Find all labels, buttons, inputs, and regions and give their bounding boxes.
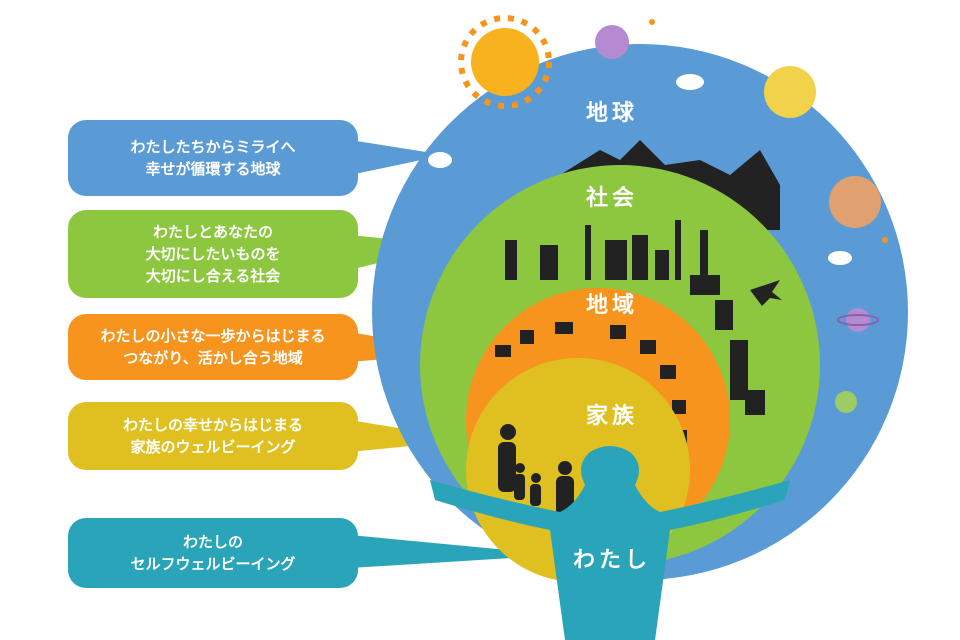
cloud-icon: [676, 74, 704, 90]
earth-callout-tail: [350, 140, 445, 175]
region-callout: わたしの小さな一歩からはじまる つながり、活かし合う地域: [68, 314, 358, 380]
person-silhouette: [430, 446, 790, 640]
planet-ringed-icon: [846, 308, 870, 332]
callout-line: わたしたちからミライへ: [130, 138, 296, 156]
family-callout: わたしの幸せからはじまる 家族のウェルビーイング: [68, 402, 358, 470]
callout-line: 大切にし合える社会: [145, 267, 281, 285]
callout-line: セルフウェルビーイング: [130, 555, 296, 573]
self-label: わたし: [572, 548, 652, 573]
callout-line: わたしの: [182, 533, 243, 551]
callout-line: 家族のウェルビーイング: [130, 438, 296, 456]
cloud-icon: [428, 152, 452, 168]
planet-jupiter-icon: [829, 176, 881, 228]
callout-line: わたしの小さな一歩からはじまる: [100, 327, 326, 345]
planet-green-icon: [835, 391, 857, 413]
self-callout-tail: [350, 535, 560, 568]
callout-line: つながり、活かし合う地域: [123, 349, 303, 367]
planet-purple-icon: [595, 25, 629, 59]
sun-icon: [458, 15, 552, 109]
society-callout: わたしとあなたの 大切にしたいものを 大切にし合える社会: [68, 210, 358, 298]
callout-line: 幸せが循環する地球: [145, 160, 281, 178]
airplane-icon: [750, 280, 782, 306]
society-label: 社会: [585, 186, 639, 211]
family-silhouette: [498, 424, 574, 516]
cloud-icon: [828, 251, 852, 265]
callout-line: わたしとあなたの: [152, 223, 273, 241]
callout-line: 大切にしたいものを: [145, 245, 281, 263]
region-label: 地域: [585, 293, 639, 318]
earth-callout: わたしたちからミライへ 幸せが循環する地球: [68, 120, 358, 196]
city-skyline: [505, 220, 765, 415]
moon-icon: [764, 66, 816, 118]
self-callout: わたしの セルフウェルビーイング: [68, 518, 358, 588]
family-label: 家族: [585, 404, 639, 429]
callout-line: わたしの幸せからはじまる: [122, 416, 303, 434]
earth-label: 地球: [585, 101, 639, 126]
